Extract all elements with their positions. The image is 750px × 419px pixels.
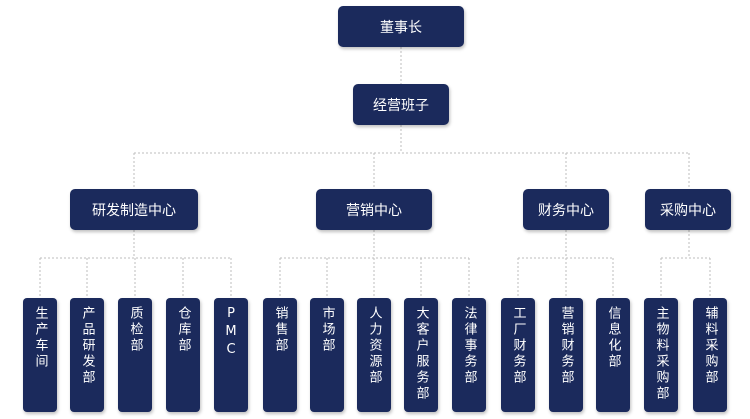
department-label: 产品研发部 [79,306,95,386]
department-label: 仓库部 [175,306,191,354]
department-label: 法律事务部 [461,306,477,386]
center-label: 营销中心 [346,202,402,219]
department-label: 市场部 [319,306,335,354]
connector-group [39,47,711,298]
center-box-marketing: 营销中心 [316,189,432,230]
department-label: 营销财务部 [558,306,574,386]
department-box: 质检部 [118,298,152,412]
department-label: 生产车间 [32,306,48,370]
department-box: 信息化部 [596,298,630,412]
department-box: 工厂财务部 [501,298,535,412]
executive-team-box: 经营班子 [353,84,449,125]
department-box: 产品研发部 [70,298,104,412]
department-label: PMC [223,306,239,360]
center-label: 采购中心 [660,202,716,219]
department-box: 主物料采购部 [644,298,678,412]
department-label: 辅料采购部 [702,306,718,386]
department-box: 生产车间 [23,298,57,412]
department-label: 大客户服务部 [413,306,429,402]
department-box: 仓库部 [166,298,200,412]
chairman-box: 董事长 [338,6,464,47]
center-box-purchasing: 采购中心 [645,189,731,230]
center-box-finance: 财务中心 [523,189,609,230]
department-box: 市场部 [310,298,344,412]
executive-team-label: 经营班子 [373,97,429,114]
department-label: 工厂财务部 [510,306,526,386]
department-label: 销售部 [272,306,288,354]
department-box: 法律事务部 [452,298,486,412]
department-label: 人力资源部 [366,306,382,386]
department-label: 主物料采购部 [653,306,669,402]
department-label: 质检部 [127,306,143,354]
center-label: 研发制造中心 [92,202,176,219]
department-box: PMC [214,298,248,412]
department-box: 辅料采购部 [693,298,727,412]
department-box: 人力资源部 [357,298,391,412]
chairman-label: 董事长 [380,19,422,36]
department-box: 销售部 [263,298,297,412]
department-box: 大客户服务部 [404,298,438,412]
department-box: 营销财务部 [549,298,583,412]
department-label: 信息化部 [605,306,621,370]
center-box-rd-manufacturing: 研发制造中心 [70,189,198,230]
center-label: 财务中心 [538,202,594,219]
